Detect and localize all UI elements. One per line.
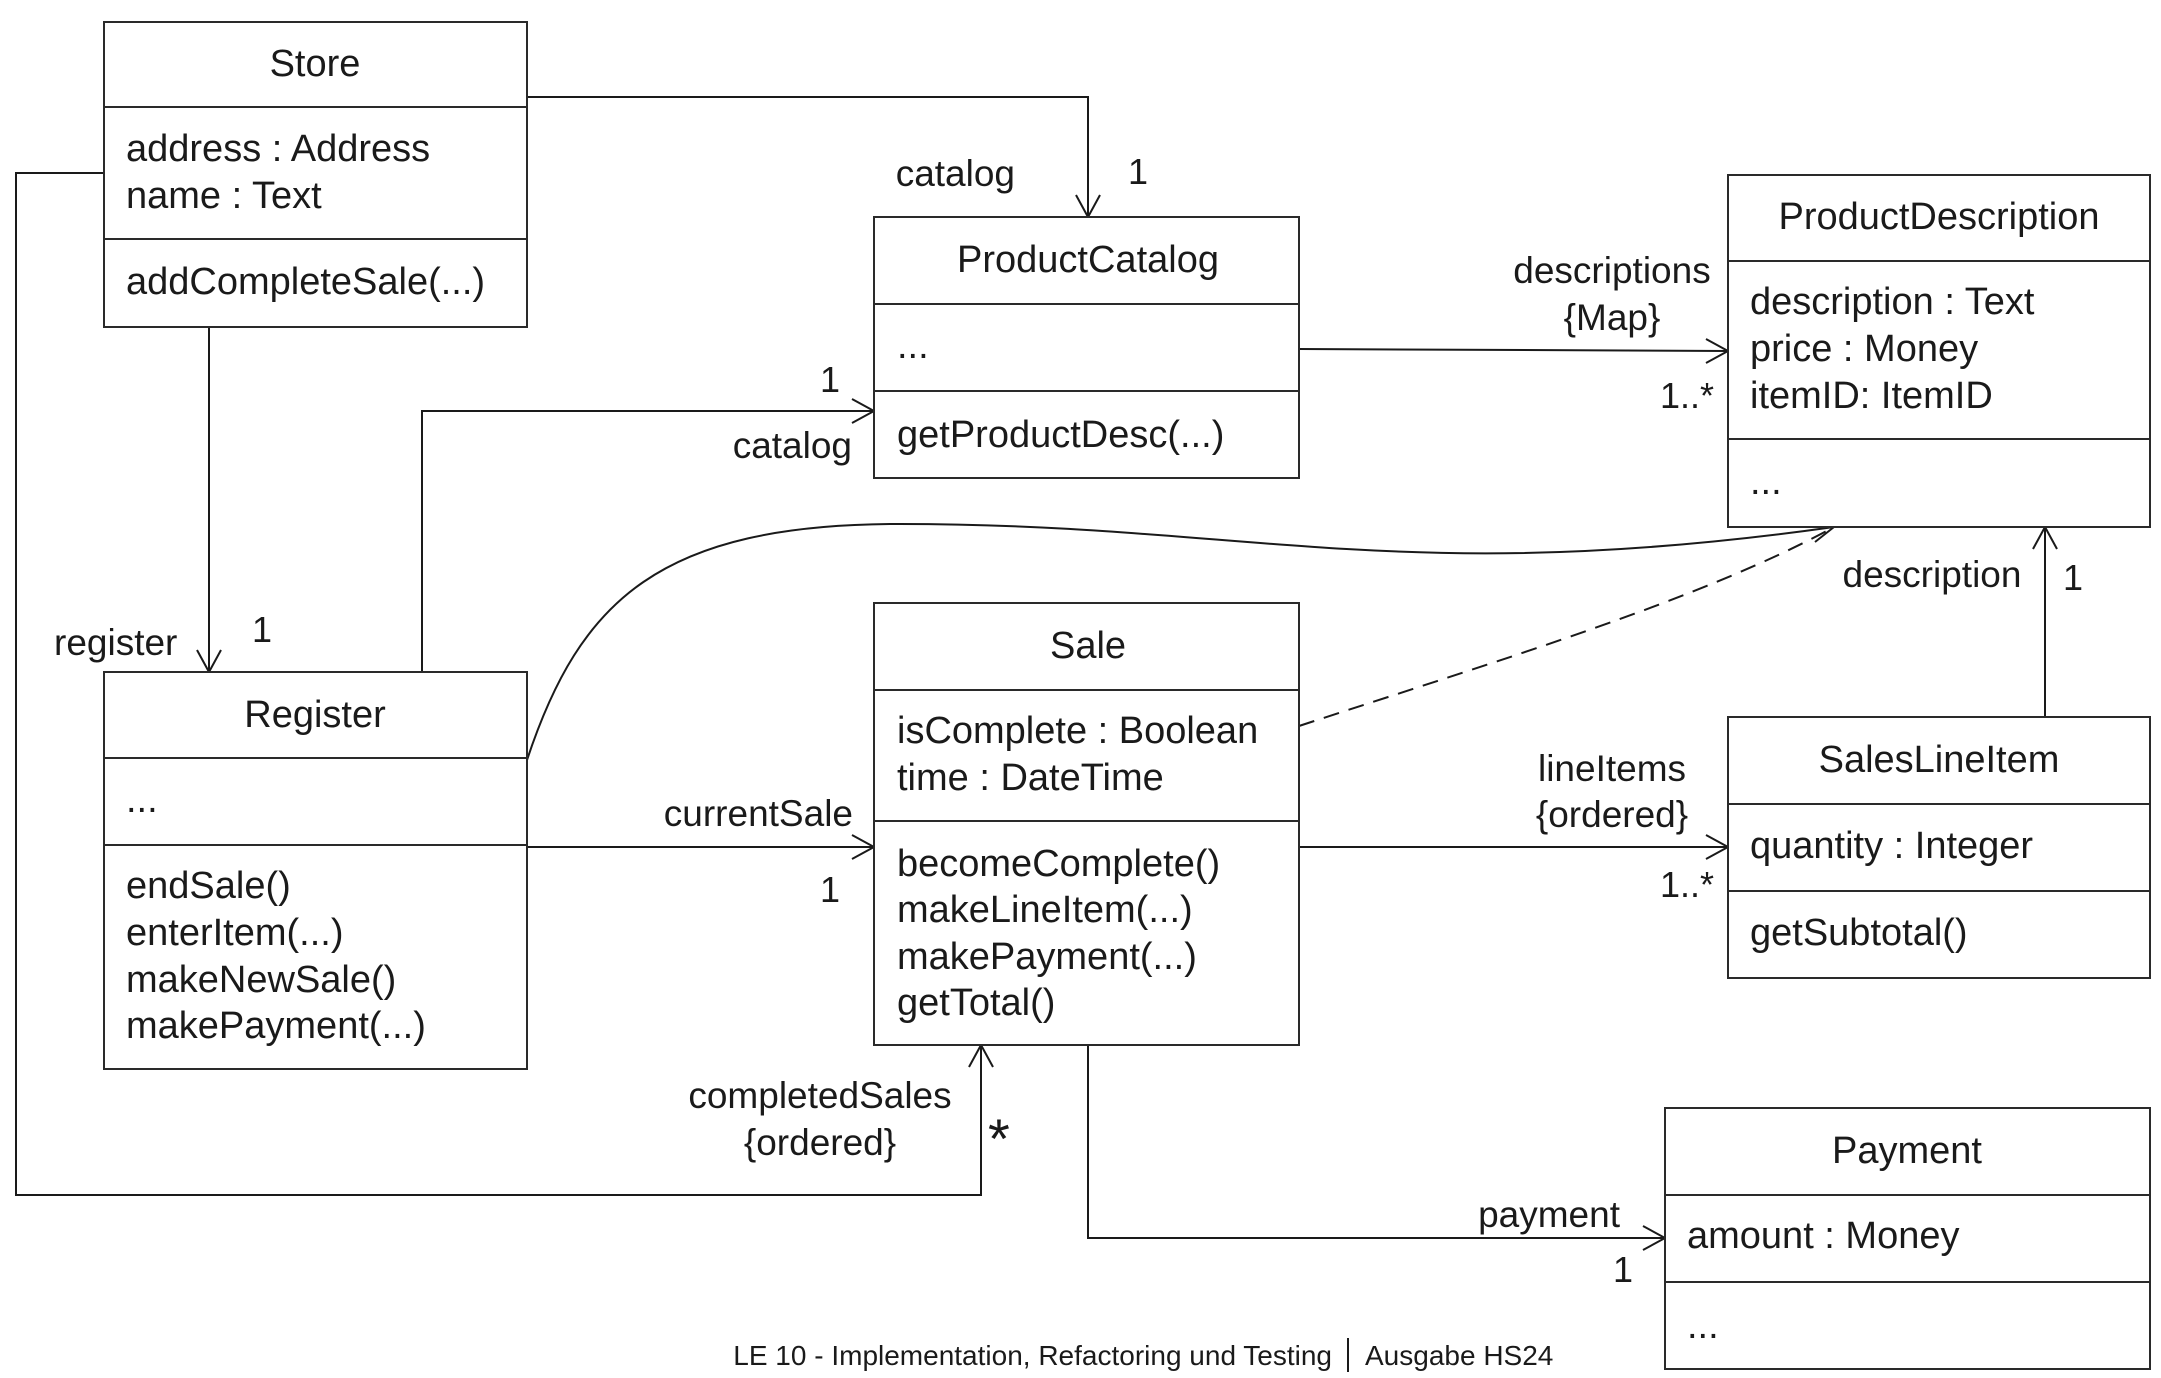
class-sale: Sale isComplete : Boolean time : DateTim… [873,602,1300,1046]
product-description-class-name: ProductDescription [1778,196,2099,238]
class-sales-line-item: SalesLineItem quantity : Integer getSubt… [1727,716,2151,979]
product-description-attribute: price : Money [1750,328,1978,370]
class-store: Store address : Address name : Text addC… [103,21,528,328]
register-description-curve [526,522,1835,761]
sale-operation: makePayment(...) [897,936,1197,978]
sale-operation: becomeComplete() [897,843,1220,885]
catalog-descriptions-multiplicity: 1..* [1660,375,1714,416]
store-completed-sales-role: completedSales [688,1075,951,1116]
sale-box [873,602,1300,1046]
sale-payment-association [1087,1045,1665,1239]
footer-course-title: LE 10 - Implementation, Refactoring und … [733,1340,1332,1371]
sale-class-name: Sale [1050,625,1126,667]
sale-operation: makeLineItem(...) [897,889,1193,931]
store-operation: addCompleteSale(...) [126,261,485,303]
product-catalog-box [873,216,1300,479]
store-catalog-role: catalog [896,153,1015,194]
sales-line-item-box [1727,716,2151,979]
register-operation: makePayment(...) [126,1005,426,1047]
payment-class-name: Payment [1832,1130,1982,1172]
store-completed-sales-association [15,172,982,1196]
store-completed-sales-multiplicity: * [988,1107,1010,1170]
sales-line-item-attribute: quantity : Integer [1750,825,2033,867]
store-class-name: Store [270,43,361,85]
store-completed-sales-constraint: {ordered} [744,1122,896,1163]
store-register-role: register [54,622,177,663]
sale-operation: getTotal() [897,982,1055,1024]
sale-payment-multiplicity: 1 [1613,1249,1633,1290]
product-catalog-class-name: ProductCatalog [957,239,1219,281]
class-product-catalog: ProductCatalog ... getProductDesc(...) [873,216,1300,479]
register-catalog-association [421,410,874,672]
product-description-box [1727,174,2151,528]
product-description-operation: ... [1750,461,1782,503]
catalog-descriptions-constraint: {Map} [1564,297,1661,338]
product-description-attribute: description : Text [1750,281,2035,323]
product-catalog-attribute: ... [897,325,929,367]
payment-box [1664,1107,2151,1370]
register-attribute: ... [126,779,158,821]
class-product-description: ProductDescription description : Text pr… [1727,174,2151,528]
register-box [103,671,528,1070]
register-class-name: Register [244,694,386,736]
footer-edition: Ausgabe HS24 [1365,1340,1553,1371]
store-attribute: name : Text [126,175,322,217]
store-catalog-multiplicity: 1 [1128,151,1148,192]
register-current-sale-multiplicity: 1 [820,869,840,910]
product-catalog-operation: getProductDesc(...) [897,414,1224,456]
catalog-descriptions-role: descriptions [1513,250,1710,291]
sale-payment-role: payment [1478,1194,1621,1235]
register-catalog-multiplicity: 1 [820,359,840,400]
register-operation: makeNewSale() [126,959,396,1001]
store-box [103,21,528,328]
sale-attribute: time : DateTime [897,757,1164,799]
sales-line-item-class-name: SalesLineItem [1819,739,2060,781]
payment-attribute: amount : Money [1687,1215,1959,1257]
sales-line-item-operation: getSubtotal() [1750,912,1968,954]
catalog-descriptions-association [1298,348,1729,352]
register-current-sale-role: currentSale [664,793,853,834]
register-operation: endSale() [126,865,291,907]
payment-operation: ... [1687,1305,1719,1347]
register-operation: enterItem(...) [126,912,344,954]
product-description-attribute: itemID: ItemID [1750,375,1993,417]
sale-description-dependency [1298,526,1835,727]
store-register-multiplicity: 1 [252,609,272,650]
line-item-description-role: description [1843,554,2022,595]
class-payment: Payment amount : Money ... [1664,1107,2151,1370]
page-footer: LE 10 - Implementation, Refactoring und … [733,1338,1553,1372]
line-item-description-multiplicity: 1 [2063,557,2083,598]
sale-line-items-constraint: {ordered} [1536,794,1688,835]
class-register: Register ... endSale() enterItem(...) ma… [103,671,528,1070]
sale-attribute: isComplete : Boolean [897,710,1258,752]
sale-line-items-role: lineItems [1538,748,1686,789]
store-attribute: address : Address [126,128,430,170]
sale-line-items-multiplicity: 1..* [1660,864,1714,905]
store-catalog-association [527,96,1089,217]
register-catalog-role: catalog [733,425,852,466]
